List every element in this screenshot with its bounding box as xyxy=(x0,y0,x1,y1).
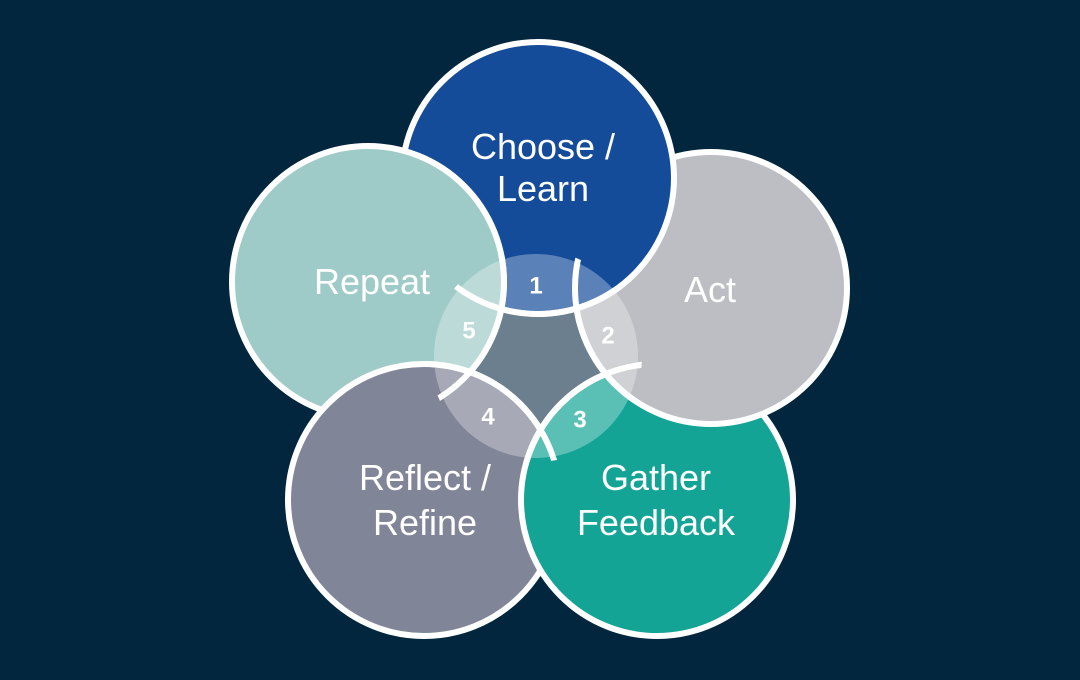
stage-circle-gather-feedback-overlap xyxy=(518,361,564,639)
stage-circle-shape xyxy=(518,361,564,639)
circle-border-arc xyxy=(430,250,507,421)
stage-label-line: Feedback xyxy=(577,502,736,543)
stage-label-reflect-refine: Reflect /Refine xyxy=(359,457,491,543)
stage-label-line: Choose / xyxy=(471,126,615,167)
circle-borders xyxy=(430,250,642,462)
stage-label-line: Learn xyxy=(497,168,589,209)
circle-border-arc xyxy=(430,250,642,317)
stage-label-choose-learn: Choose /Learn xyxy=(471,126,615,209)
circle-border-arc xyxy=(572,250,642,427)
stage-label-line: Refine xyxy=(373,502,477,543)
step-numbers-layer: 1 2 3 4 5 xyxy=(462,273,614,434)
step-number-5: 5 xyxy=(462,318,475,345)
stage-circles-layer xyxy=(229,39,850,639)
step-number-2: 2 xyxy=(601,323,614,350)
step-number-3: 3 xyxy=(573,407,586,434)
stage-label-line: Repeat xyxy=(314,261,430,302)
stage-label-act: Act xyxy=(684,269,736,310)
stage-label-repeat: Repeat xyxy=(314,261,430,302)
stage-label-line: Reflect / xyxy=(359,457,491,498)
step-number-4: 4 xyxy=(481,404,495,431)
stage-label-line: Act xyxy=(684,269,736,310)
step-number-1: 1 xyxy=(529,273,542,300)
stage-label-line: Gather xyxy=(601,457,711,498)
